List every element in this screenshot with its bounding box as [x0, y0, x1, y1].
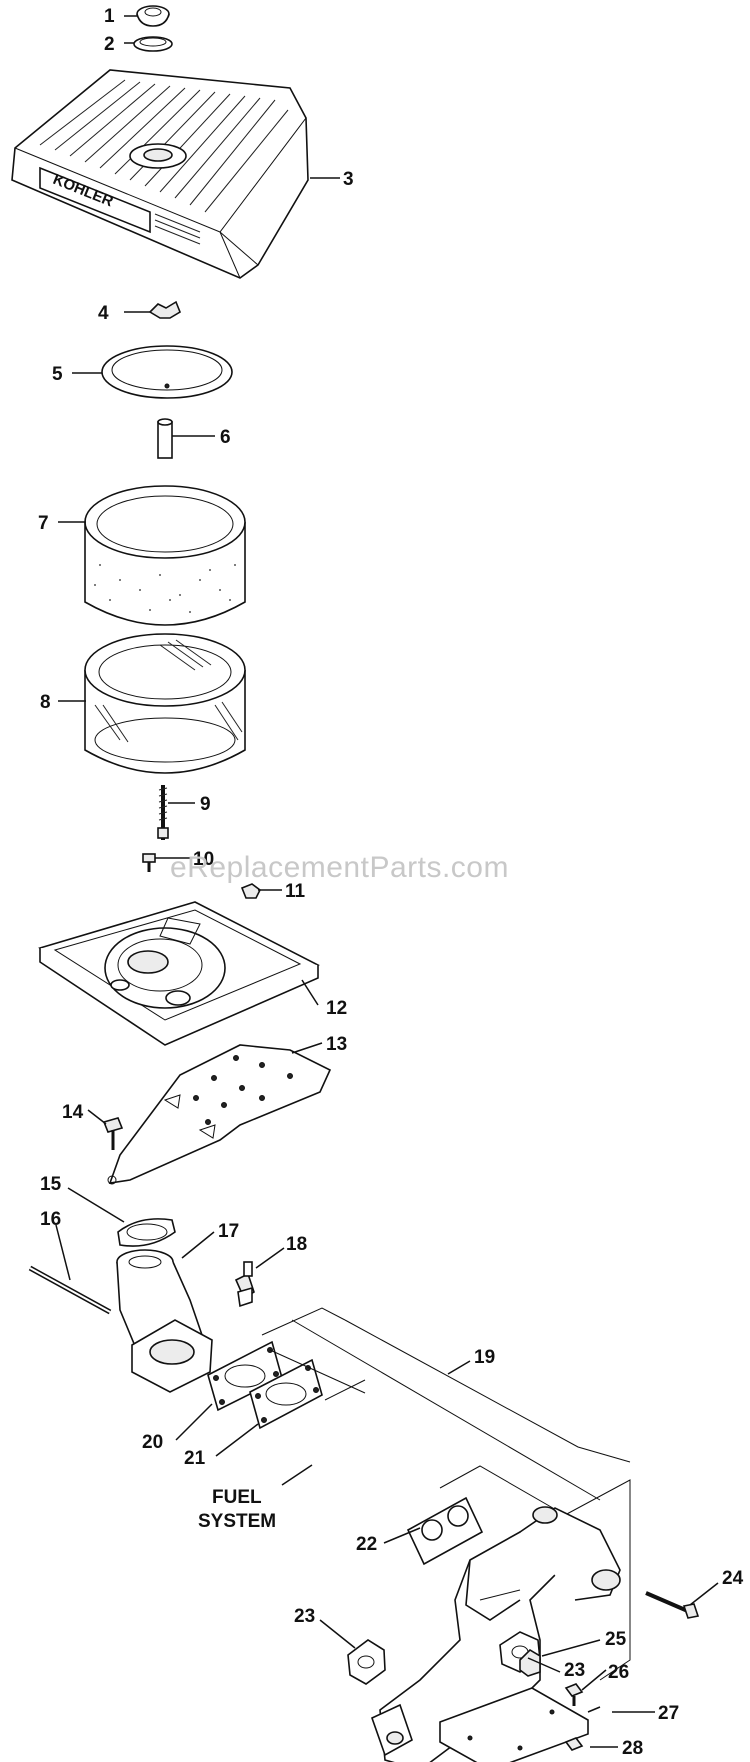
- part-9-stud: [157, 785, 169, 840]
- callout-18: 18: [286, 1234, 307, 1255]
- part-12-base-plate: [38, 901, 320, 1046]
- part-11-nut: [240, 883, 262, 899]
- callout-24: 24: [722, 1568, 744, 1589]
- callout-8: 8: [40, 692, 51, 713]
- part-8-filter-element: [84, 633, 246, 774]
- callout-23-right: 23: [564, 1660, 585, 1681]
- part-19-intake-manifold: [371, 1506, 621, 1762]
- callout-4: 4: [98, 303, 109, 324]
- part-23-gasket-left: [347, 1639, 386, 1685]
- part-2-washer: [133, 36, 173, 52]
- part-5-seal-disk: [101, 345, 233, 399]
- part-19-group-bracket: [261, 1307, 631, 1681]
- part-13-bracket: [107, 1044, 332, 1185]
- callout-27: 27: [658, 1703, 679, 1724]
- callout-12: 12: [326, 998, 347, 1019]
- callout-20: 20: [142, 1432, 163, 1453]
- callout-22: 22: [356, 1534, 377, 1555]
- callout-1: 1: [104, 6, 115, 27]
- callout-23-left: 23: [294, 1606, 315, 1627]
- callout-6: 6: [220, 427, 231, 448]
- callout-19: 19: [474, 1347, 495, 1368]
- part-1-knob: [136, 5, 170, 27]
- callout-10: 10: [193, 849, 214, 870]
- part-21-gasket: [249, 1358, 323, 1430]
- section-label-line1: FUEL: [212, 1487, 262, 1508]
- part-16-long-stud: [28, 1265, 112, 1315]
- callout-2: 2: [104, 34, 115, 55]
- part-15-gasket: [117, 1218, 176, 1247]
- callout-28: 28: [622, 1738, 643, 1759]
- part-24-bolt: [645, 1591, 700, 1619]
- fuel-system-label: FUEL SYSTEM: [198, 1487, 276, 1532]
- callout-16: 16: [40, 1209, 61, 1230]
- part-27-heat-shield: [439, 1687, 589, 1762]
- callout-17: 17: [218, 1221, 239, 1242]
- callout-9: 9: [200, 794, 211, 815]
- callout-26: 26: [608, 1662, 629, 1683]
- part-18-fitting: [234, 1261, 255, 1308]
- callout-5: 5: [52, 364, 63, 385]
- part-25-clamp: [519, 1648, 541, 1677]
- callout-labels: 1 2 3 4 5 6 7 8 9 10 11 12 13 14 15 16 1…: [38, 6, 744, 1759]
- part-17-elbow: [116, 1249, 213, 1393]
- callout-21: 21: [184, 1448, 206, 1469]
- watermark-text: eReplacementParts.com: [170, 851, 509, 884]
- callout-7: 7: [38, 513, 49, 534]
- part-7-precleaner: [84, 485, 246, 626]
- part-4-wing-nut: [148, 300, 181, 319]
- part-6-spacer: [157, 418, 173, 459]
- part-3-air-cleaner-cover: KOHLER: [11, 69, 309, 279]
- callout-11: 11: [285, 881, 306, 902]
- part-14-bolt: [102, 1117, 124, 1150]
- callout-25: 25: [605, 1629, 627, 1650]
- callout-3: 3: [343, 169, 354, 190]
- part-28-nut: [564, 1737, 584, 1751]
- part-26-screw: [564, 1683, 584, 1706]
- part-10-screw: [142, 853, 156, 872]
- callout-15: 15: [40, 1174, 62, 1195]
- callout-13: 13: [326, 1034, 347, 1055]
- part-22-gasket: [406, 1496, 484, 1566]
- leader-lines: [55, 15, 719, 1748]
- section-label-line2: SYSTEM: [198, 1511, 276, 1532]
- callout-14: 14: [62, 1102, 84, 1123]
